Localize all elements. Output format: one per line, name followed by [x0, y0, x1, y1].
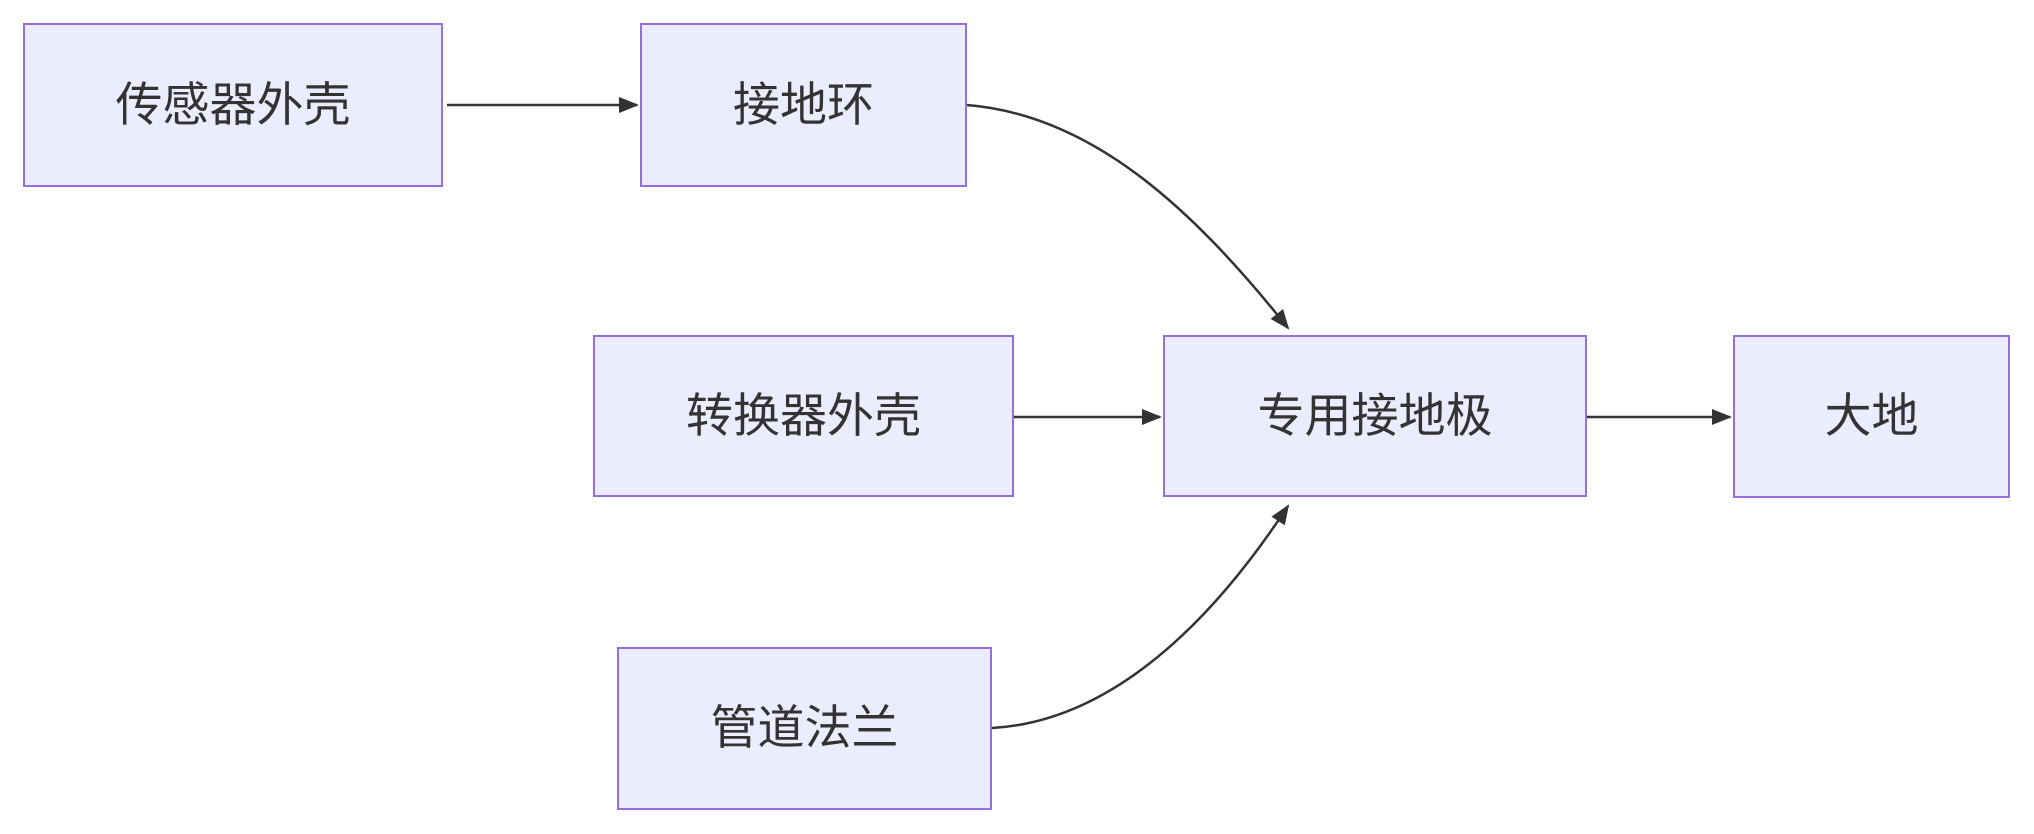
node-ground-ring: 接地环 [640, 23, 967, 187]
node-pipe-flange-label: 管道法兰 [710, 701, 899, 755]
node-sensor-shell: 传感器外壳 [23, 23, 443, 187]
node-earth-label: 大地 [1824, 389, 1919, 443]
node-earth: 大地 [1733, 335, 2010, 498]
node-converter-shell: 转换器外壳 [593, 335, 1014, 497]
edge-pipe-flange-to-ground-electrode [991, 504, 1290, 730]
node-ground-ring-label: 接地环 [733, 77, 874, 131]
node-converter-shell-label: 转换器外壳 [686, 388, 921, 442]
node-ground-electrode-label: 专用接地极 [1257, 388, 1493, 442]
node-pipe-flange: 管道法兰 [617, 647, 992, 810]
edge-ground-ring-to-ground-electrode [966, 103, 1290, 330]
node-sensor-shell-label: 传感器外壳 [115, 77, 351, 131]
node-ground-electrode: 专用接地极 [1163, 335, 1587, 497]
